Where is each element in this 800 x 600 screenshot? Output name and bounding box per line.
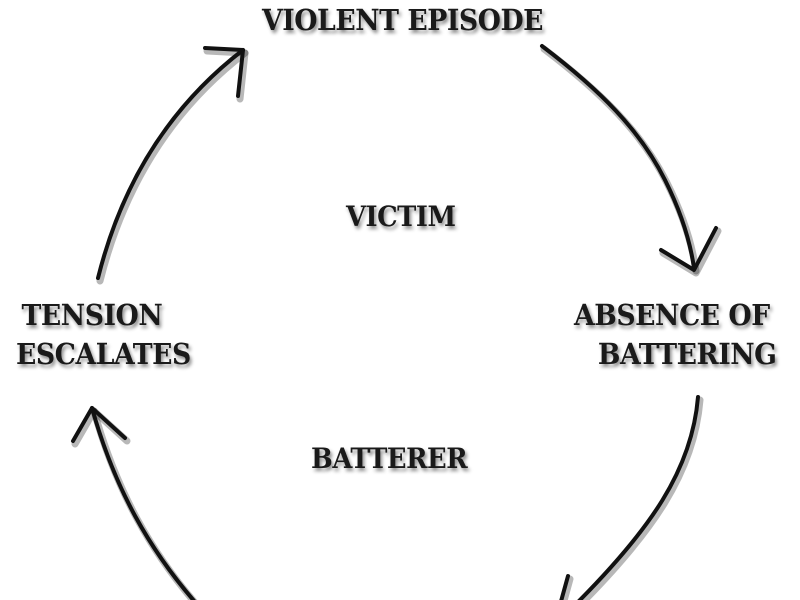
stage-label-line: BATTERING (597, 337, 777, 372)
stage-violent-episode: VIOLENT EPISODE (262, 1, 543, 40)
arrow-bottom-to-tension-stroke (71, 406, 196, 600)
stage-absence-of-battering: ABSENCE OF BATTERING (574, 296, 777, 374)
stage-label-line: ABSENCE OF (574, 298, 770, 332)
arrow-violent-to-absence (540, 45, 722, 277)
arrow-tension-to-violent-stroke (96, 46, 245, 280)
arrow-bottom-to-tension (71, 407, 198, 600)
stage-label-line: VIOLENT EPISODE (262, 3, 544, 37)
stage-label-line: TENSION (21, 298, 163, 332)
stage-tension-escalates: TENSION ESCALATES (16, 296, 191, 374)
center-label-batterer: BATTERER (311, 442, 468, 475)
stage-label-line: ESCALATES (16, 337, 191, 372)
arrow-tension-to-violent (96, 47, 249, 285)
arrow-absence-to-bottom-stroke (559, 395, 700, 600)
arrow-absence-to-bottom (560, 396, 704, 600)
arrow-violent-to-absence-stroke (540, 44, 718, 272)
center-label-victim: VICTIM (346, 200, 456, 233)
